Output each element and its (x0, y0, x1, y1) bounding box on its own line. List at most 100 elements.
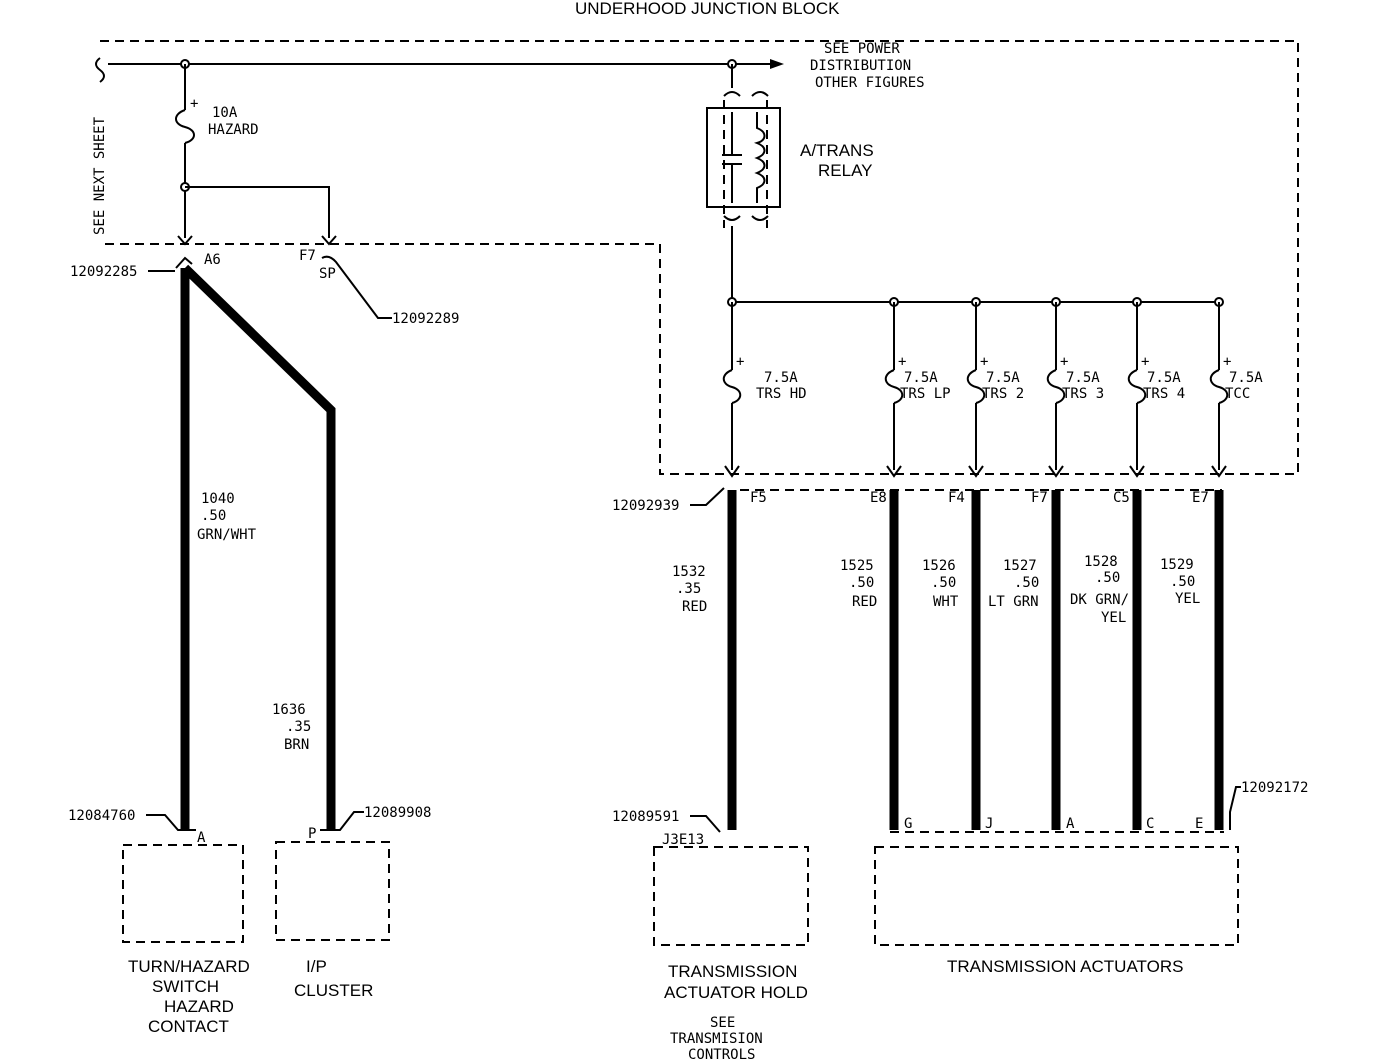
power-arrow (770, 59, 784, 69)
fuse-name-trs-2: TRS 2 (982, 386, 1024, 402)
wire-1636 (181, 264, 336, 830)
wire-1040-color: GRN/WHT (197, 527, 257, 543)
see-controls-3: CONTROLS (688, 1047, 755, 1063)
wire-1040-size: .50 (201, 508, 226, 524)
relay-bottom-contact-left (723, 215, 741, 221)
hazard-fuse-symbol (175, 109, 195, 144)
fuse-rating-trs-3: 7.5A (1066, 370, 1100, 386)
turn-hazard-switch-box (122, 844, 244, 943)
ip-cluster-box (275, 841, 390, 941)
power-note-2: DISTRIBUTION (810, 58, 911, 74)
pin-sp-symbol (321, 255, 392, 319)
turn-hazard-line2: SWITCH (152, 977, 219, 996)
fuse-arrow-trs-2 (968, 465, 984, 478)
pin-a-left: A (197, 830, 206, 846)
connector-12089591: 12089591 (612, 809, 679, 825)
pin-f5: F5 (750, 490, 767, 506)
relay-bottom-contact-right (751, 215, 769, 221)
wire-1528-size: .50 (1095, 570, 1120, 586)
relay-label-2: RELAY (818, 161, 873, 180)
wire-1528-color: DK GRN/ (1070, 592, 1129, 608)
fuse-rating-trs-lp: 7.5A (904, 370, 938, 386)
wire-1527-size: .50 (1014, 575, 1039, 591)
fuse-rating-trs-2: 7.5A (986, 370, 1020, 386)
pin-j3e13: J3E13 (662, 832, 704, 848)
fuse-symbol-trs-4 (1127, 369, 1147, 404)
connector-12092289: 12092289 (392, 311, 459, 327)
connector-12089908: 12089908 (364, 805, 431, 821)
break-symbol (95, 57, 105, 83)
relay-label-1: A/TRANS (800, 141, 874, 160)
relay-coil (753, 112, 766, 203)
actuator-hold-line1: TRANSMISSION (668, 962, 797, 981)
ip-cluster-line1: I/P (306, 957, 327, 976)
relay-top-contact-right (751, 91, 769, 97)
see-controls-1: SEE (710, 1015, 735, 1031)
fuse-plus-trs-2: + (980, 354, 988, 370)
wire-1529-circuit: 1529 (1160, 557, 1194, 573)
pin-g: G (904, 816, 912, 832)
wire-1532-color: RED (682, 599, 707, 615)
fuse-symbol-trs-hd (722, 369, 742, 404)
pin-f7: F7 (1031, 490, 1048, 506)
see-next-sheet-label: SEE NEXT SHEET (92, 116, 108, 235)
fuse-plus-trs-4: + (1141, 354, 1149, 370)
fuse-rating-tcc: 7.5A (1229, 370, 1263, 386)
hazard-to-sp (185, 186, 330, 238)
pin-a: A (1066, 816, 1075, 832)
wire-1526-color: WHT (933, 594, 959, 610)
fuse-arrow-trs-hd (724, 465, 740, 478)
fuse-symbol-tcc (1209, 369, 1229, 404)
fuse-rating-trs-4: 7.5A (1147, 370, 1181, 386)
ip-cluster-line2: CLUSTER (294, 981, 373, 1000)
arrow-f7-sp (321, 235, 337, 246)
wire-1636-color: BRN (284, 737, 309, 753)
connector-12092285: 12092285 (70, 264, 137, 280)
fuse-arrow-trs-lp (886, 465, 902, 478)
wire-1532-circuit: 1532 (672, 564, 706, 580)
wire-1526-circuit: 1526 (922, 558, 956, 574)
hazard-fuse-rating: 10A (212, 105, 238, 121)
leader-12084760 (146, 814, 196, 831)
pin-e8: E8 (870, 490, 887, 506)
pin-f4: F4 (948, 490, 965, 506)
power-note-1: SEE POWER (824, 41, 900, 57)
fuse-plus-tcc: + (1223, 354, 1231, 370)
see-controls-2: TRANSMISION (670, 1031, 763, 1047)
leader-12089591 (690, 815, 721, 833)
pin-f7-sp: F7 (299, 248, 316, 264)
wire-1525-color: RED (852, 594, 877, 610)
pin-e7: E7 (1192, 490, 1209, 506)
relay-box (706, 107, 781, 208)
pin-j: J (985, 816, 993, 832)
pin-c5: C5 (1113, 490, 1130, 506)
transmission-actuators-box (874, 846, 1239, 946)
wire-1529-size: .50 (1170, 574, 1195, 590)
arrow-a6 (177, 235, 193, 246)
fuse-name-trs-hd: TRS HD (756, 386, 807, 402)
relay-switch (722, 112, 742, 203)
fuse-arrow-tcc (1211, 465, 1227, 478)
pin-a6: A6 (204, 252, 221, 268)
wire-1525-circuit: 1525 (840, 558, 874, 574)
fuse-name-trs-3: TRS 3 (1062, 386, 1104, 402)
wire-1040-circuit: 1040 (201, 491, 235, 507)
wire-1526-size: .50 (931, 575, 956, 591)
wire-1528-circuit: 1528 (1084, 554, 1118, 570)
fuse-arrow-trs-3 (1048, 465, 1064, 478)
fuse-name-trs-4: TRS 4 (1143, 386, 1185, 402)
wire-1636-circuit: 1636 (272, 702, 306, 718)
fuse-plus-trs-lp: + (898, 354, 906, 370)
actuator-hold-line2: ACTUATOR HOLD (664, 983, 808, 1002)
relay-top-contact-left (723, 91, 741, 97)
connector-12092939: 12092939 (612, 498, 679, 514)
fuse-name-tcc: TCC (1225, 386, 1250, 402)
hazard-fuse-plus: + (190, 96, 198, 112)
actuator-hold-box (653, 846, 809, 946)
leader-12092939 (690, 487, 725, 506)
fuse-symbol-trs-lp (884, 369, 904, 404)
leader-12089908 (320, 811, 364, 831)
junction-block-outline (100, 40, 1299, 475)
power-note-3: OTHER FIGURES (815, 75, 925, 91)
